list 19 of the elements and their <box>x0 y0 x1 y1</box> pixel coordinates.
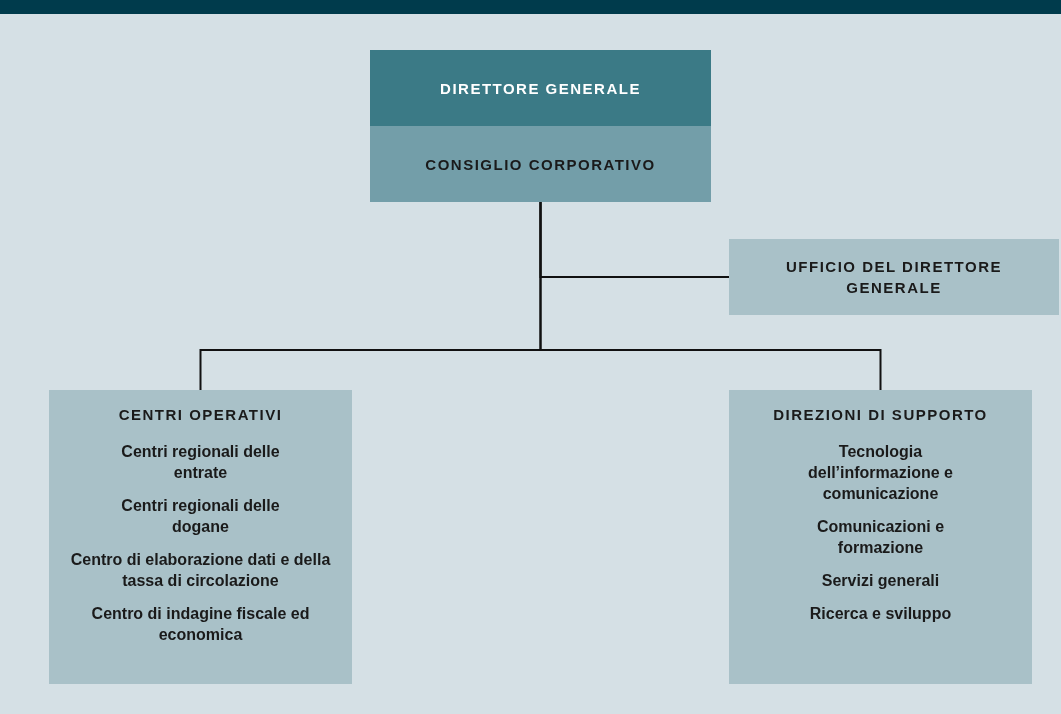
unit-item: Servizi generali <box>820 571 941 591</box>
unit-heading: CONSIGLIO CORPORATIVO <box>425 154 656 175</box>
unit-item: Centro di indagine fiscale ed economica <box>90 604 311 645</box>
unit-item: Centri regionali delle entrate <box>120 442 281 483</box>
unit-heading: DIREZIONI DI SUPPORTO <box>773 405 988 425</box>
unit-item: Centro di elaborazione dati e della tassa di circolazione <box>69 550 332 591</box>
org-box <box>729 239 1059 315</box>
org-box <box>370 126 711 202</box>
unit-item: Centri regionali delle dogane <box>120 496 281 537</box>
unit-item: Ricerca e sviluppo <box>808 604 953 624</box>
unit-heading: DIRETTORE GENERALE <box>440 78 641 99</box>
department-box <box>729 390 1032 684</box>
department-box <box>49 390 352 684</box>
unit-heading: UFFICIO DEL DIRETTORE GENERALE <box>785 257 1003 298</box>
org-box <box>370 50 711 126</box>
unit-heading: CENTRI OPERATIVI <box>118 405 283 425</box>
unit-item: Tecnologia dell’informazione e comunicazione <box>807 442 954 504</box>
connector-line <box>539 201 882 391</box>
unit-item: Comunicazioni e formazione <box>815 517 946 558</box>
